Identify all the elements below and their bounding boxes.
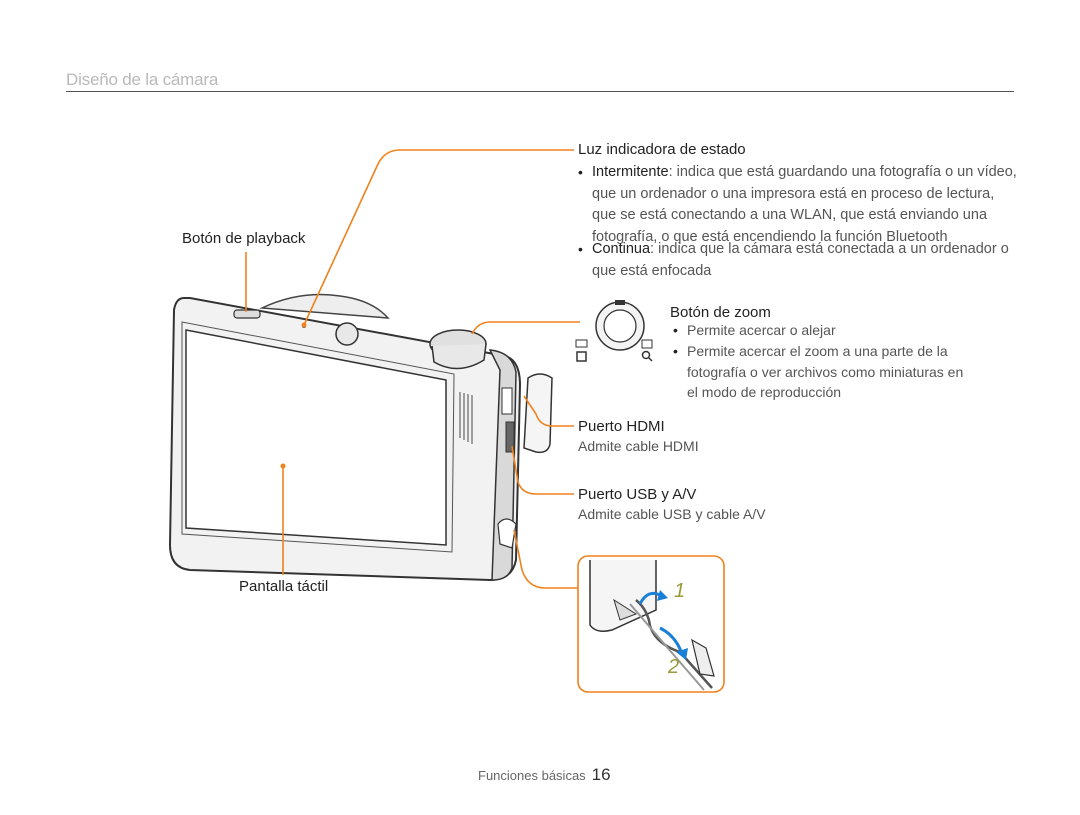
hdmi-callout [523, 395, 574, 427]
zoom-button-label: Botón de zoom [670, 304, 771, 321]
camera-grip [459, 392, 473, 444]
strap-callout [513, 529, 578, 589]
zoom-wide-icon [575, 339, 588, 348]
hdmi-port-desc: Admite cable HDMI [578, 438, 699, 454]
strap-step-2: 2 [668, 656, 680, 678]
status-light-callout [303, 149, 574, 326]
status-light-text-2: : indica que la cámara está conectada a … [592, 241, 1009, 279]
zoom-item-2: •Permite acercar el zoom a una parte de … [673, 341, 973, 403]
touch-screen-panel [185, 329, 447, 546]
playback-button-label: Botón de playback [182, 230, 306, 247]
shutter-button [335, 322, 359, 346]
port-cover [523, 373, 553, 454]
usb-port-label: Puerto USB y A/V [578, 486, 697, 503]
status-light-label: Luz indicadora de estado [578, 141, 746, 158]
zoom-callout [471, 321, 580, 335]
status-light-text-1: : indica que está guardando una fotograf… [592, 164, 1017, 245]
status-light-item-2: • Continua: indica que la cámara está co… [578, 241, 1009, 279]
usb-port-desc: Admite cable USB y cable A/V [578, 506, 766, 522]
zoom-tele-icon [641, 339, 653, 349]
strap-inset [577, 555, 725, 693]
page-number: 16 [591, 765, 611, 784]
status-light-term-2: Continua [592, 241, 651, 257]
touch-screen-label: Pantalla táctil [239, 578, 329, 595]
section-title: Diseño de la cámara [66, 70, 219, 89]
hdmi-port-label: Puerto HDMI [578, 418, 665, 435]
footer-section: Funciones básicas [478, 768, 586, 783]
zoom-item-1: •Permite acercar o alejar [673, 320, 993, 341]
playback-button-shape [233, 309, 261, 319]
thumbnail-icon [576, 351, 587, 362]
strap-step-1: 1 [674, 580, 686, 602]
status-light-term-1: Intermitente [592, 164, 669, 180]
zoom-item-1-text: Permite acercar o alejar [687, 322, 836, 338]
magnify-icon [641, 350, 651, 360]
status-light-item-1: • Intermitente: indica que está guardand… [578, 164, 1017, 245]
zoom-item-2-text: Permite acercar el zoom a una parte de l… [687, 343, 964, 400]
camera-lens-bump [259, 293, 390, 319]
zoom-lever-diagram [575, 300, 653, 362]
usb-callout [511, 445, 574, 495]
page-footer: Funciones básicas 16 [478, 765, 611, 785]
title-divider [66, 91, 1014, 92]
